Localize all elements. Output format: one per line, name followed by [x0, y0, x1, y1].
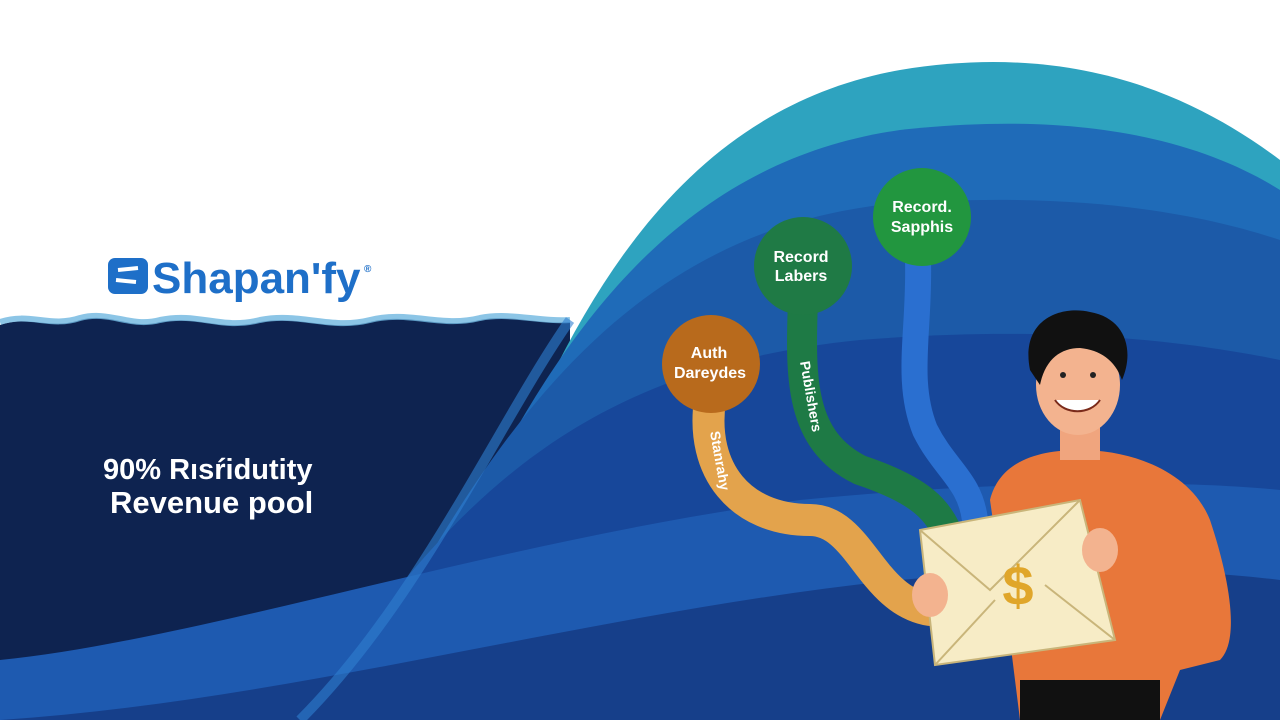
node-sapphis-circle[interactable] [873, 168, 971, 266]
headline-line1: 90% Rısŕidutity [103, 454, 313, 486]
node-auth-line2: Dareydes [674, 365, 746, 382]
stream-orange [692, 384, 946, 626]
headline-line2: Revenue pool [110, 485, 313, 520]
node-labels-line1: Record [773, 249, 828, 266]
dollar-icon: $ [1002, 554, 1033, 617]
brand-name: Shapan'fy [152, 254, 361, 303]
node-labels-line2: Labers [775, 268, 828, 285]
envelope: $ [912, 498, 1118, 667]
brand-registered: ® [364, 264, 372, 275]
node-sapphis-line1: Record. [892, 199, 952, 216]
node-sapphis-line2: Sapphis [891, 219, 953, 236]
brand-logo-icon [108, 258, 148, 294]
node-labels-circle[interactable] [754, 217, 852, 315]
node-auth-circle[interactable] [662, 315, 760, 413]
foam [0, 312, 571, 327]
stream-blue [901, 259, 988, 523]
stream-green [787, 299, 965, 546]
node-auth-line1: Auth [691, 345, 727, 362]
